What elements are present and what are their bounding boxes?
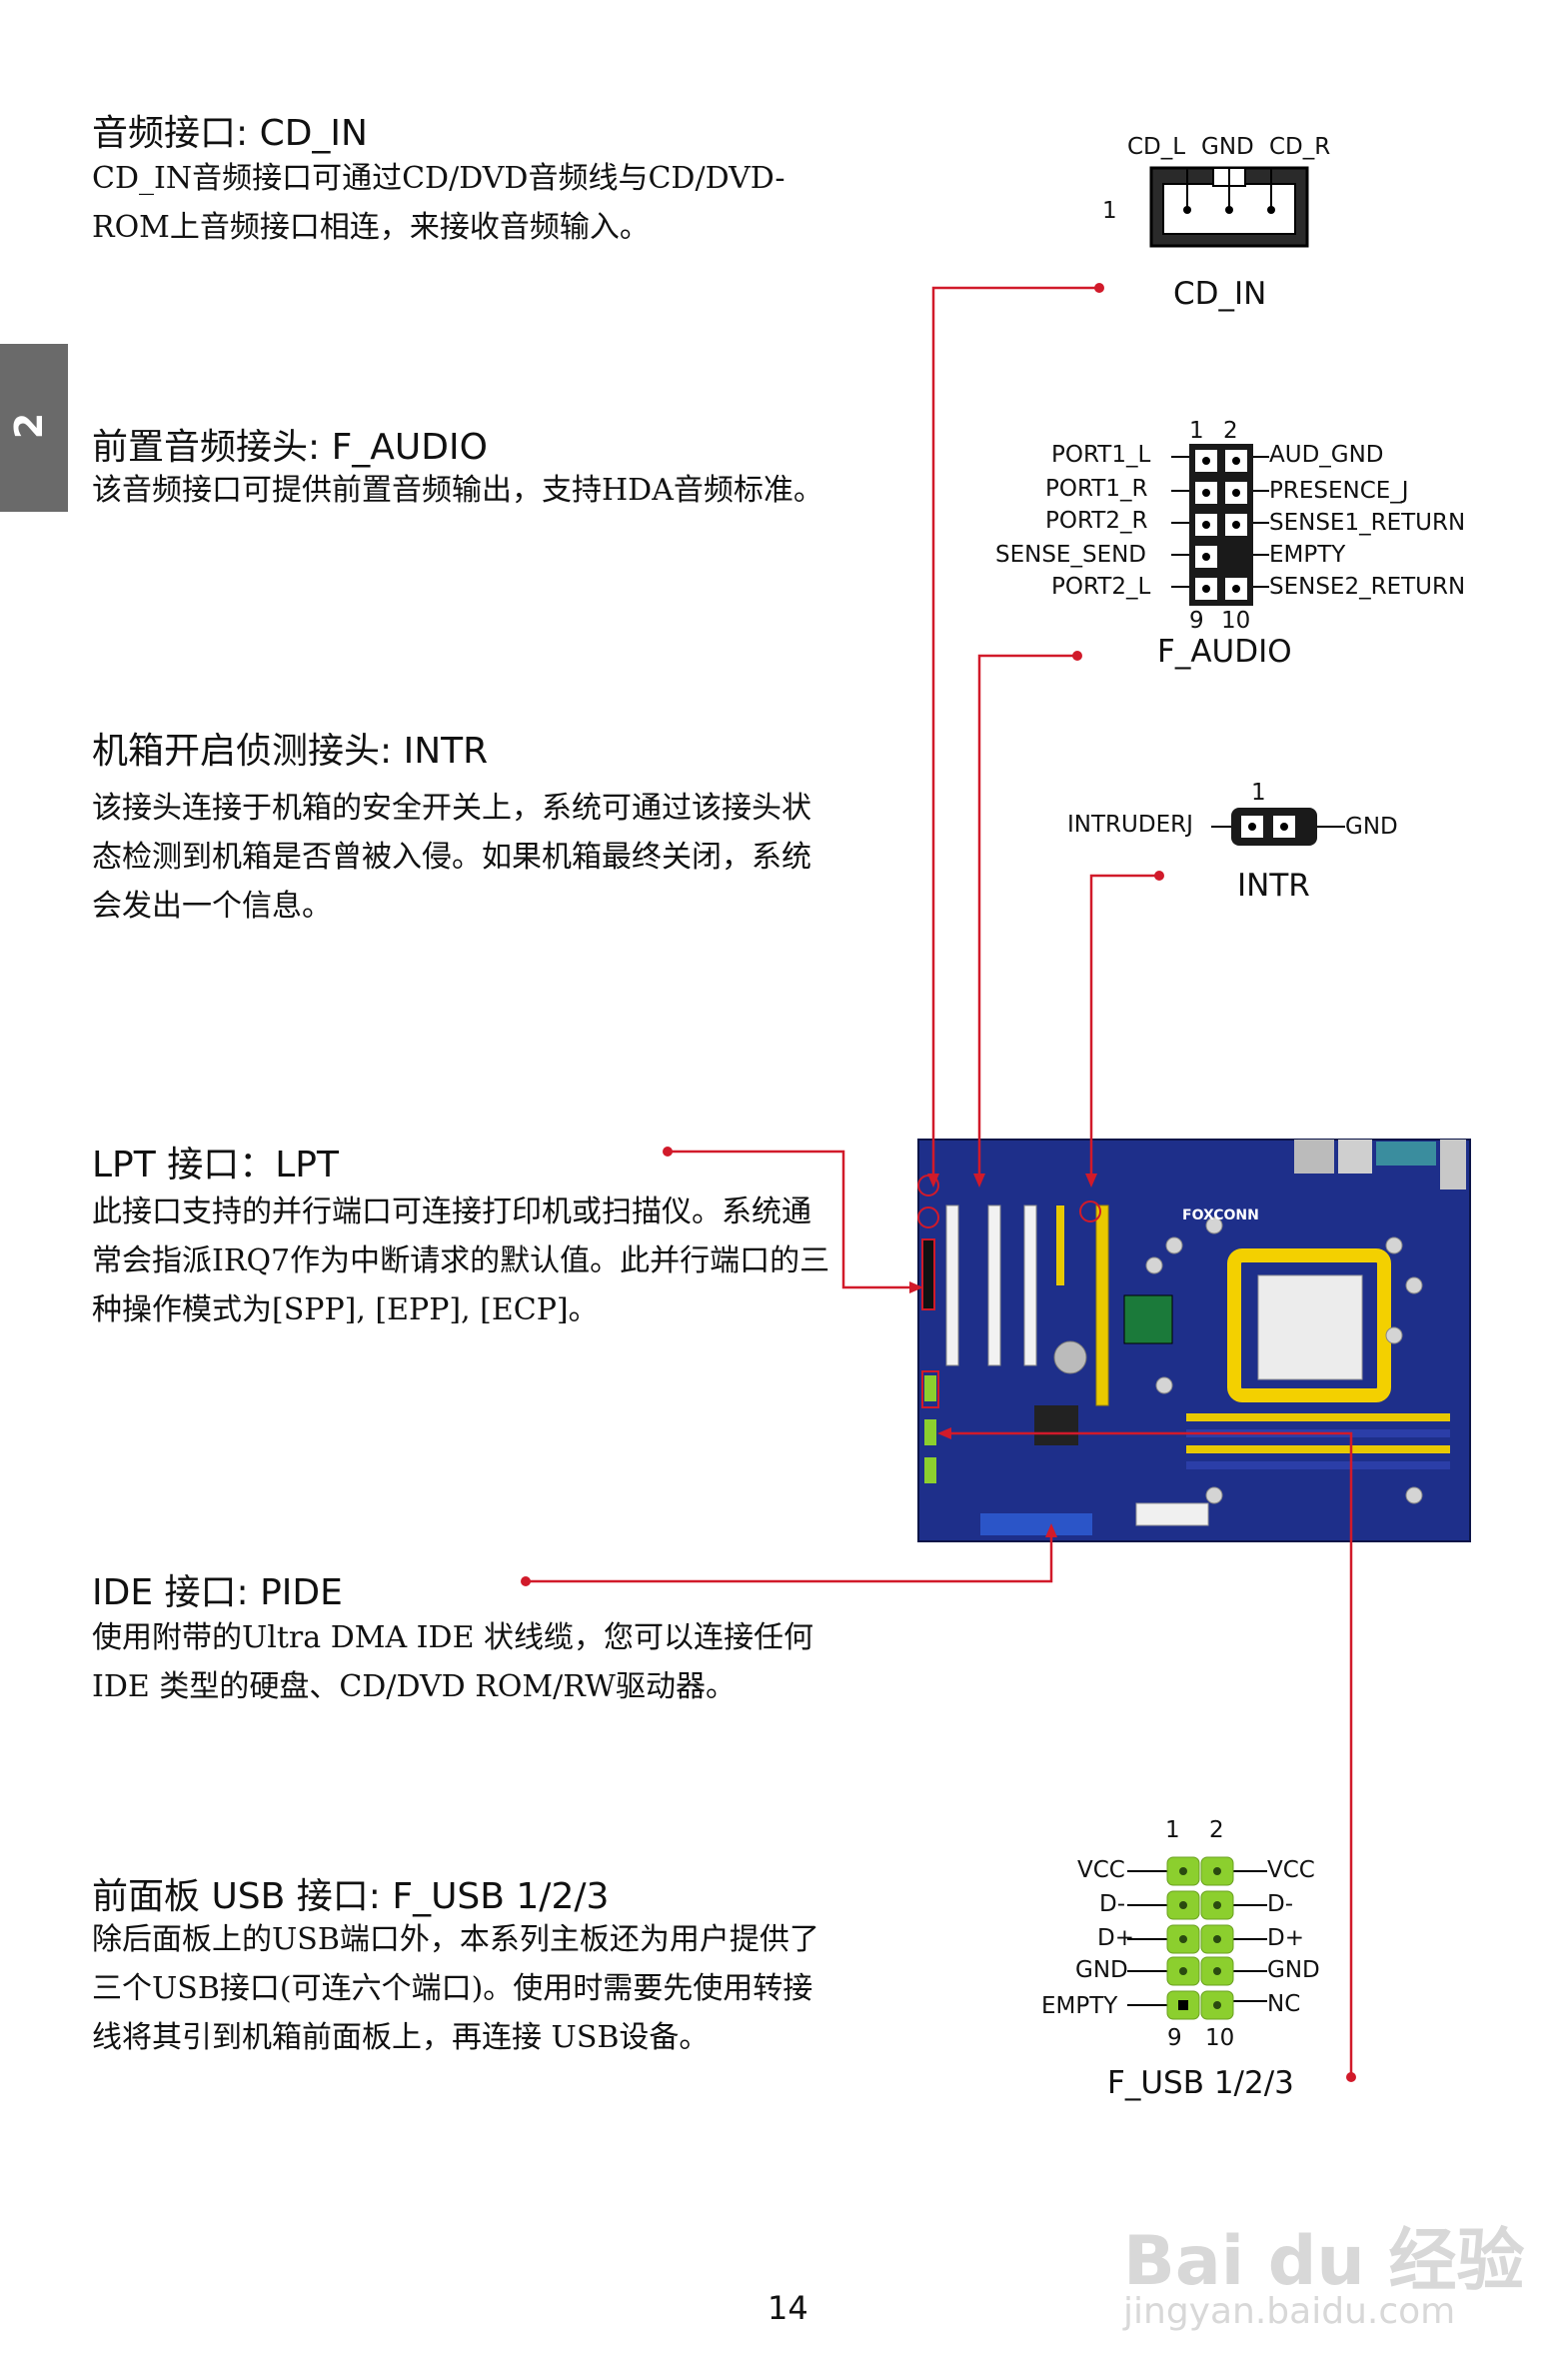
f-audio-title: 前置音频接头: F_AUDIO xyxy=(92,427,488,468)
cd-in-title: 音频接口: CD_IN xyxy=(92,113,368,154)
ide-title: IDE 接口: PIDE xyxy=(92,1572,343,1613)
intr-pin1-number: 1 xyxy=(1251,780,1266,806)
f-usb-right-label: VCC xyxy=(1267,1857,1315,1883)
cd-in-connector xyxy=(1149,166,1309,248)
cd-in-pin-label: CD_R xyxy=(1269,134,1331,160)
cd-in-pin-label: CD_L xyxy=(1127,134,1186,160)
ide-body: 使用附带的Ultra DMA IDE 状线缆，您可以连接任何IDE 类型的硬盘、… xyxy=(92,1620,814,1704)
f-audio-body: 该音频接口可提供前置音频输出，支持HDA音频标准。 xyxy=(92,473,823,508)
f-usb-left-label: D- xyxy=(1099,1891,1126,1917)
f-usb-right-label: D- xyxy=(1267,1891,1294,1917)
f-audio-left-label: PORT2_R xyxy=(1045,508,1148,534)
f-audio-pin-num: 1 xyxy=(1189,418,1204,444)
cd-in-caption: CD_IN xyxy=(1173,276,1267,312)
baidu-watermark-logo: Bai du 经验 xyxy=(1123,2222,1525,2301)
motherboard-image: FOXCONN xyxy=(917,1139,1471,1542)
f-audio-right-label: SENSE1_RETURN xyxy=(1269,510,1466,536)
f-audio-right-label: PRESENCE_J xyxy=(1269,478,1409,504)
board-brand: FOXCONN xyxy=(1182,1207,1259,1223)
f-audio-pin-num: 10 xyxy=(1221,608,1251,634)
f-usb-right-label: GND xyxy=(1267,1957,1320,1983)
f-audio-pin-num: 9 xyxy=(1189,608,1204,634)
cd-in-pin-label: GND xyxy=(1201,134,1254,160)
f-audio-header xyxy=(1171,444,1269,606)
f-audio-left-label: PORT1_R xyxy=(1045,476,1148,502)
f-usb-pin-num: 1 xyxy=(1165,1817,1180,1843)
intr-title: 机箱开启侦测接头: INTR xyxy=(92,731,489,772)
f-usb-pin-num: 2 xyxy=(1209,1817,1224,1843)
f-usb-title: 前面板 USB 接口: F_USB 1/2/3 xyxy=(92,1876,610,1917)
f-usb-pin-num: 10 xyxy=(1205,2025,1235,2051)
f-audio-right-label: SENSE2_RETURN xyxy=(1269,574,1466,600)
f-usb-left-label: GND xyxy=(1075,1957,1128,1983)
cd-in-body: CD_IN音频接口可通过CD/DVD音频线与CD/DVD-ROM上音频接口相连，… xyxy=(92,161,785,245)
f-usb-header xyxy=(1127,1856,1267,2020)
f-usb-pin-num: 9 xyxy=(1167,2025,1182,2051)
f-usb-right-label: NC xyxy=(1267,1991,1301,2017)
page-number: 14 xyxy=(768,2289,808,2327)
f-usb-left-label: EMPTY xyxy=(1041,1993,1118,2019)
f-audio-left-label: SENSE_SEND xyxy=(995,542,1147,568)
f-audio-right-label: AUD_GND xyxy=(1269,442,1384,468)
f-audio-caption: F_AUDIO xyxy=(1157,634,1292,670)
f-audio-left-label: PORT2_L xyxy=(1051,574,1151,600)
f-usb-body: 除后面板上的USB端口外，本系列主板还为用户提供了三个USB接口(可连六个端口)… xyxy=(92,1922,819,2055)
intr-body: 该接头连接于机箱的安全开关上，系统可通过该接头状态检测到机箱是否曾被入侵。如果机… xyxy=(92,791,811,924)
f-audio-right-label: EMPTY xyxy=(1269,542,1346,568)
f-audio-pin-num: 2 xyxy=(1223,418,1238,444)
chapter-tab: 2 xyxy=(0,344,68,512)
intr-right-label: GND xyxy=(1345,814,1398,840)
lpt-body: 此接口支持的并行端口可连接打印机或扫描仪。系统通常会指派IRQ7作为中断请求的默… xyxy=(92,1194,830,1327)
intr-caption: INTR xyxy=(1237,868,1310,904)
intr-header xyxy=(1211,808,1345,846)
f-usb-left-label: VCC xyxy=(1077,1857,1125,1883)
intr-left-label: INTRUDERJ xyxy=(1067,812,1193,838)
baidu-watermark-url: jingyan.baidu.com xyxy=(1123,2291,1456,2332)
f-usb-caption: F_USB 1/2/3 xyxy=(1107,2065,1294,2101)
f-audio-left-label: PORT1_L xyxy=(1051,442,1151,468)
cd-in-pin1-number: 1 xyxy=(1102,198,1117,224)
f-usb-right-label: D+ xyxy=(1267,1925,1304,1951)
lpt-title: LPT 接口：LPT xyxy=(92,1145,339,1186)
